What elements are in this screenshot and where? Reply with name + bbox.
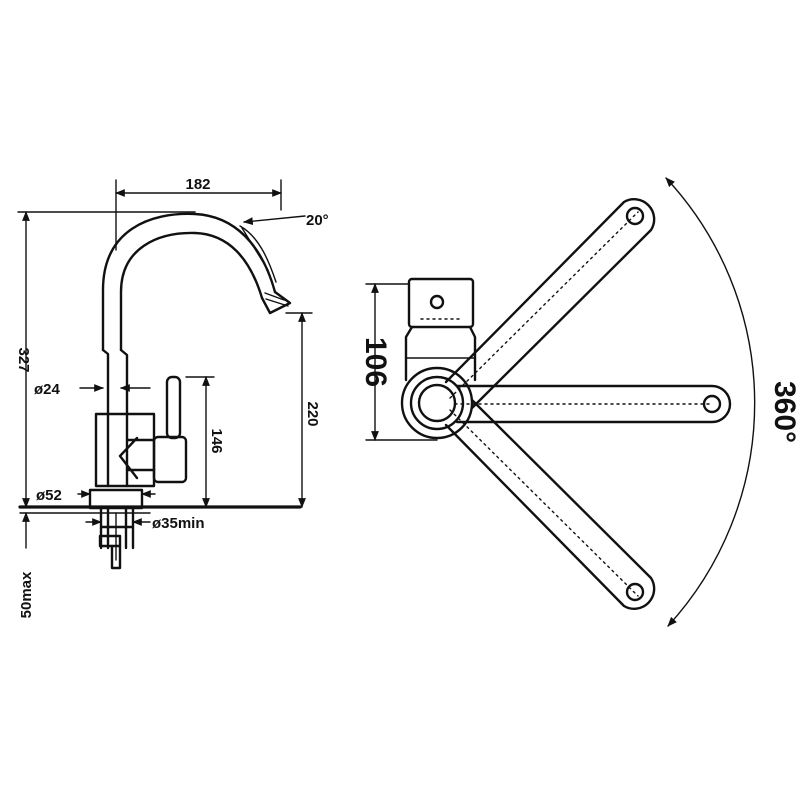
spout-position-upper bbox=[444, 198, 656, 410]
dim-total-height: 327 bbox=[15, 347, 32, 372]
dim-base-diameter: ø52 bbox=[36, 487, 62, 504]
spout-outer bbox=[101, 212, 277, 352]
swivel-indicator bbox=[239, 225, 277, 283]
spout-tip bbox=[260, 290, 292, 315]
dim-body-height: 146 bbox=[208, 428, 225, 453]
spout-inner bbox=[119, 231, 264, 352]
spout-position-center bbox=[454, 384, 732, 424]
spout-position-lower bbox=[444, 398, 656, 610]
dim-rotation: 360° bbox=[768, 381, 800, 443]
dim-max-thickness: 50max bbox=[18, 571, 35, 618]
rotation-arc bbox=[665, 177, 756, 627]
base-ring-inner bbox=[417, 383, 457, 423]
dim-width-top: 182 bbox=[185, 176, 210, 193]
handle-lever bbox=[165, 375, 182, 440]
dim-handle-height: 106 bbox=[359, 337, 392, 387]
dim-spout-height: 220 bbox=[304, 401, 321, 426]
top-view: 360° 106 bbox=[359, 177, 800, 627]
dim-hole-diameter: ø35min bbox=[152, 515, 205, 532]
side-view-dimensions: 182 20° 327 220 146 ø24 ø52 ø35min 50max bbox=[15, 176, 329, 618]
base-ring-outer bbox=[400, 366, 474, 440]
handle-block bbox=[407, 277, 475, 329]
base-ring-mid bbox=[409, 375, 465, 431]
dim-spout-diameter: ø24 bbox=[34, 381, 61, 398]
mounting-shank bbox=[99, 506, 135, 550]
side-view bbox=[18, 212, 302, 570]
faucet-handle bbox=[152, 435, 188, 484]
dim-spout-angle: 20° bbox=[306, 212, 329, 229]
